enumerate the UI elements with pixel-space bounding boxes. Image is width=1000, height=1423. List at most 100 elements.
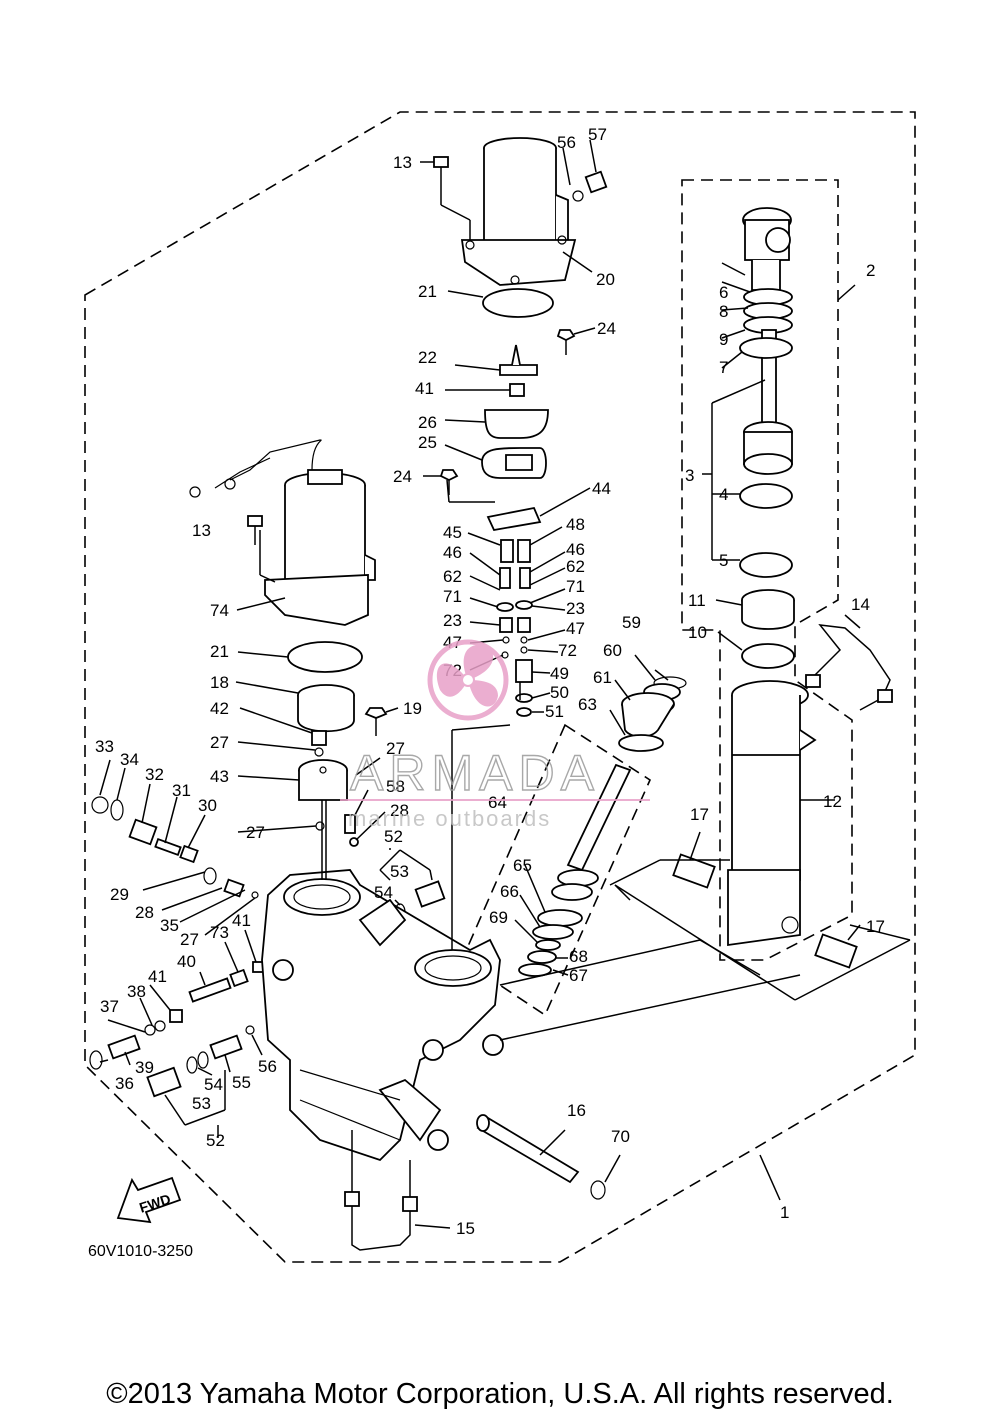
label-9: 9 — [719, 330, 728, 349]
ring-5 — [739, 552, 793, 578]
label-54-left: 54 — [204, 1075, 223, 1094]
copyright-notice: ©2013 Yamaha Motor Corporation, U.S.A. A… — [106, 1378, 894, 1410]
label-24-mid: 24 — [393, 467, 412, 486]
ring-66 — [532, 924, 574, 940]
bolt-13-upper — [433, 156, 449, 188]
label-17-upper: 17 — [690, 805, 709, 824]
label-37: 37 — [100, 997, 119, 1016]
label-65: 65 — [513, 856, 532, 875]
label-41-mid: 41 — [232, 911, 251, 930]
o-ring-21-upper — [482, 288, 554, 318]
label-34: 34 — [120, 750, 139, 769]
watermark-tagline: marine outboards — [348, 806, 551, 831]
plug-32 — [128, 818, 158, 846]
label-5: 5 — [719, 551, 728, 570]
label-46-right: 46 — [566, 540, 585, 559]
fwd-arrow: FWD — [116, 1176, 182, 1224]
ring-38 — [144, 1024, 156, 1036]
bracket-22 — [499, 344, 538, 376]
label-6: 6 — [719, 283, 728, 302]
label-30: 30 — [198, 796, 217, 815]
label-52-center: 52 — [384, 827, 403, 846]
label-16: 16 — [567, 1101, 586, 1120]
parts-diagram: FWD — [84, 111, 916, 1263]
motor-upper — [460, 137, 577, 286]
cylinder-assembly-boundary — [681, 179, 853, 961]
o-ring-34 — [110, 799, 124, 821]
label-13-lower: 13 — [192, 521, 211, 540]
rod-64 — [551, 763, 632, 901]
label-3: 3 — [685, 466, 694, 485]
clip-70 — [590, 1180, 606, 1200]
label-49: 49 — [550, 664, 569, 683]
plate-69 — [535, 939, 561, 951]
cap-11 — [741, 589, 795, 630]
label-44: 44 — [592, 479, 611, 498]
label-24-top: 24 — [597, 319, 616, 338]
bolt-19 — [364, 707, 388, 736]
label-56-top: 56 — [557, 133, 576, 152]
label-15: 15 — [456, 1219, 475, 1238]
label-40: 40 — [177, 952, 196, 971]
bolt-24-mid — [439, 469, 459, 495]
o-ring-7 — [739, 337, 793, 359]
label-69: 69 — [489, 908, 508, 927]
label-43: 43 — [210, 767, 229, 786]
label-68: 68 — [569, 947, 588, 966]
label-50: 50 — [550, 683, 569, 702]
label-73: 73 — [210, 923, 229, 942]
label-70: 70 — [611, 1127, 630, 1146]
label-66: 66 — [500, 882, 519, 901]
valve-55 — [209, 1034, 243, 1060]
label-23-left: 23 — [443, 611, 462, 630]
motor-lower — [189, 439, 376, 626]
fitting-42 — [311, 730, 327, 746]
label-19: 19 — [403, 699, 422, 718]
o-ring-63 — [618, 734, 664, 752]
label-61: 61 — [593, 668, 612, 687]
nut-41-top — [509, 383, 525, 397]
label-11: 11 — [688, 591, 706, 610]
label-10: 10 — [688, 623, 707, 642]
label-47-right: 47 — [566, 619, 585, 638]
label-26: 26 — [418, 413, 437, 432]
label-55: 55 — [232, 1073, 251, 1092]
label-8: 8 — [719, 302, 728, 321]
bolt-24-top — [556, 329, 576, 355]
pump-housing — [261, 869, 504, 1162]
label-33: 33 — [95, 737, 114, 756]
label-32: 32 — [145, 765, 164, 784]
label-63: 63 — [578, 695, 597, 714]
label-59: 59 — [622, 613, 641, 632]
label-71-right: 71 — [566, 577, 585, 596]
label-21-upper: 21 — [418, 282, 437, 301]
label-39: 39 — [135, 1058, 154, 1077]
label-27-d: 27 — [180, 930, 199, 949]
label-13-upper: 13 — [393, 153, 412, 172]
label-41-left: 41 — [148, 967, 167, 986]
seat-41-left — [169, 1009, 183, 1023]
cylinder-12 — [727, 680, 817, 947]
o-ring-21-lower — [287, 641, 363, 673]
propeller-logo — [427, 639, 509, 721]
label-28-lower: 28 — [135, 903, 154, 922]
valve-stack — [496, 539, 533, 717]
o-ring-4 — [739, 483, 793, 509]
label-29: 29 — [110, 885, 129, 904]
label-27-b: 27 — [386, 739, 405, 758]
o-ring-27-left — [251, 891, 259, 899]
label-45: 45 — [443, 523, 462, 542]
label-17-lower: 17 — [866, 917, 885, 936]
reservoir-18 — [297, 684, 355, 733]
ring-33 — [91, 796, 109, 814]
label-48: 48 — [566, 515, 585, 534]
label-2: 2 — [866, 261, 875, 280]
label-36: 36 — [115, 1074, 134, 1093]
valve-body-43 — [298, 759, 348, 801]
label-25: 25 — [418, 433, 437, 452]
spring-40 — [188, 977, 232, 1003]
label-72-right: 72 — [558, 641, 577, 660]
label-23-right: 23 — [566, 599, 585, 618]
label-57: 57 — [588, 125, 607, 144]
label-41-top: 41 — [415, 379, 434, 398]
